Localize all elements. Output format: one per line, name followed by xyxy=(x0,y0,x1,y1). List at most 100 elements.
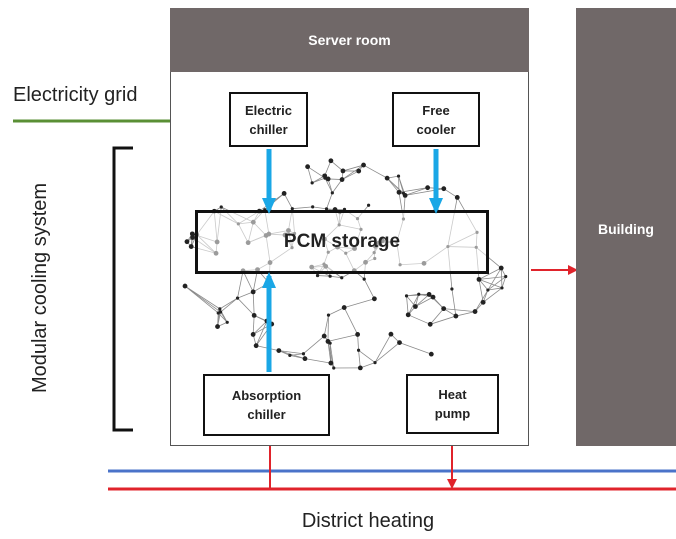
mesh-node xyxy=(402,193,408,198)
building-block: Building xyxy=(576,8,676,446)
mesh-node xyxy=(276,348,282,354)
mesh-link xyxy=(324,177,333,194)
mesh-node xyxy=(339,177,345,182)
mesh-link xyxy=(443,188,458,198)
mesh-node xyxy=(384,175,390,181)
mesh-node xyxy=(430,294,436,300)
free-cooler-box: Free cooler xyxy=(392,92,480,147)
mesh-node xyxy=(218,310,223,314)
mesh-node xyxy=(310,181,314,185)
mesh-node xyxy=(218,307,222,311)
mesh-node xyxy=(189,231,195,237)
mesh-link xyxy=(363,164,388,179)
mesh-link xyxy=(327,315,329,342)
mesh-node xyxy=(357,365,363,371)
mesh-node xyxy=(426,292,432,297)
mesh-node xyxy=(328,274,332,278)
mesh-link xyxy=(344,298,375,308)
mesh-node xyxy=(388,331,394,337)
mesh-link xyxy=(482,287,503,303)
electric-chiller-box: Electric chiller xyxy=(229,92,308,147)
absorption-chiller-box: Absorption chiller xyxy=(203,374,330,436)
mesh-node xyxy=(396,174,401,178)
mesh-node xyxy=(190,235,195,240)
mesh-node xyxy=(441,306,447,312)
mesh-link xyxy=(343,307,358,335)
mesh-link xyxy=(312,206,327,210)
mesh-node xyxy=(498,265,504,271)
mesh-link xyxy=(330,275,342,279)
mesh-node xyxy=(301,352,306,356)
mesh-node xyxy=(341,305,347,310)
mesh-link xyxy=(399,342,432,355)
mesh-link xyxy=(358,349,376,363)
mesh-node xyxy=(328,158,334,164)
mesh-link xyxy=(405,187,428,196)
mesh-node xyxy=(417,292,421,296)
mesh-link xyxy=(255,320,268,346)
mesh-link xyxy=(283,193,293,209)
mesh-node xyxy=(332,366,336,370)
modular-cooling-label: Modular cooling system xyxy=(29,182,51,394)
mesh-link xyxy=(324,160,332,176)
mesh-link xyxy=(408,314,431,325)
mesh-link xyxy=(342,164,364,172)
server-room-header: Server room xyxy=(170,8,529,72)
mesh-link xyxy=(341,164,364,180)
mesh-link xyxy=(219,297,238,310)
mesh-link xyxy=(455,311,476,317)
mesh-link xyxy=(237,270,244,299)
mesh-node xyxy=(476,276,482,282)
mesh-link xyxy=(278,350,304,355)
mesh-node xyxy=(428,351,434,357)
mesh-link xyxy=(220,297,238,313)
mesh-link xyxy=(332,179,343,194)
mesh-node xyxy=(504,274,508,279)
mesh-node xyxy=(373,360,377,365)
mesh-link xyxy=(252,291,255,316)
mesh-link xyxy=(327,178,333,193)
mesh-link xyxy=(363,278,375,299)
mesh-node xyxy=(325,339,331,344)
mesh-link xyxy=(326,192,333,209)
mesh-link xyxy=(406,295,409,315)
mesh-link xyxy=(357,334,359,351)
mesh-node xyxy=(453,313,459,319)
mesh-link xyxy=(323,315,329,337)
mesh-link xyxy=(341,170,359,180)
mesh-link xyxy=(398,187,428,193)
mesh-node xyxy=(404,294,409,298)
mesh-node xyxy=(330,191,334,195)
mesh-link xyxy=(429,308,444,325)
mesh-link xyxy=(358,350,361,368)
mesh-node xyxy=(480,299,486,305)
mesh-node xyxy=(250,332,256,337)
mesh-node xyxy=(324,207,329,211)
mesh-node xyxy=(441,186,447,192)
mesh-link xyxy=(242,270,254,293)
mesh-node xyxy=(450,287,454,291)
mesh-node xyxy=(215,324,220,329)
mesh-node xyxy=(325,176,331,182)
mesh-node xyxy=(472,309,478,314)
mesh-link xyxy=(443,308,476,312)
heat-pump-box: Heat pump xyxy=(406,374,499,434)
mesh-node xyxy=(188,244,194,249)
mesh-node xyxy=(356,348,361,352)
electricity-grid-label: Electricity grid xyxy=(13,84,138,106)
mesh-node xyxy=(250,289,256,295)
mesh-node xyxy=(361,162,366,168)
mesh-link xyxy=(451,288,457,317)
mesh-node xyxy=(326,313,331,317)
mesh-link xyxy=(328,307,345,316)
mesh-node xyxy=(328,360,334,366)
district-heating-label: District heating xyxy=(301,510,435,532)
mesh-node xyxy=(371,296,377,302)
mesh-link xyxy=(478,267,502,280)
mesh-link xyxy=(292,206,313,210)
mesh-node xyxy=(235,296,240,300)
